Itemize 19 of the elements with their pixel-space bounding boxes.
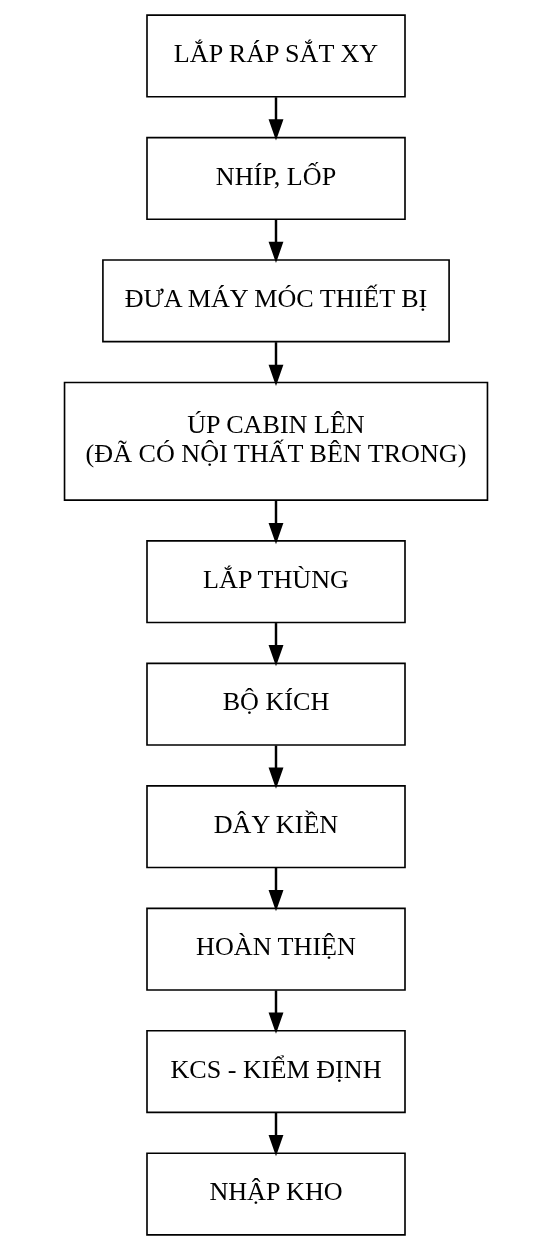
node-box: KCS - KIỂM ĐỊNH	[146, 1029, 406, 1114]
node-box: LẮP RÁP SẮT XY	[146, 14, 406, 98]
arrow	[268, 500, 284, 545]
arrow	[268, 990, 284, 1034]
node-box: HOÀN THIỆN	[146, 907, 406, 991]
node-box: DÂY KIỀN	[146, 785, 406, 869]
node-box: ÚP CABIN LÊN (ĐÃ CÓ NỘI THẤT BÊN TRONG)	[63, 381, 489, 501]
arrow	[268, 342, 284, 386]
node-box: LẮP THÙNG	[146, 540, 406, 624]
node-box: ĐƯA MÁY MÓC THIẾT BỊ	[102, 259, 450, 343]
arrow	[268, 97, 284, 141]
arrow	[268, 623, 284, 667]
arrow	[268, 868, 284, 912]
node-box: NHẬP KHO	[146, 1152, 406, 1236]
node-box: BỘ KÍCH	[146, 662, 406, 746]
arrow	[268, 219, 284, 263]
arrow	[268, 745, 284, 789]
arrow	[268, 1112, 284, 1157]
node-box: NHÍP, LỐP	[146, 136, 406, 221]
